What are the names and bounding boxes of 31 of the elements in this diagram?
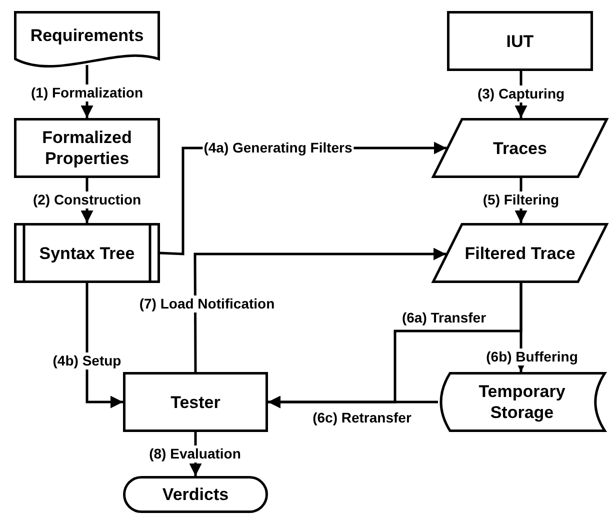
stored-data-shape: [438, 372, 606, 432]
node-label: Syntax Tree: [38, 242, 136, 264]
node-label: Traces: [492, 138, 548, 158]
node-label: Formalized Properties: [41, 127, 133, 169]
node-label: Tester: [170, 392, 222, 412]
edge-label: (5) Filtering: [482, 192, 560, 208]
edge-label: (6a) Transfer: [400, 310, 488, 326]
edge-label: (6c) Retransfer: [312, 410, 412, 426]
edge-label: (1) Formalization: [30, 84, 144, 102]
node-label: Filtered Trace: [464, 242, 576, 264]
arrow: [268, 396, 438, 408]
node-label: IUT: [505, 30, 535, 52]
process-box: [447, 11, 593, 71]
edge-label: (4a) Generating Filters: [202, 140, 354, 156]
process-box: [14, 118, 160, 178]
node-label: Verdicts: [161, 484, 230, 505]
edge-label: (6b) Buffering: [485, 348, 579, 366]
process-box: [123, 372, 268, 432]
terminator-shape: [123, 476, 268, 513]
node-label: Requirements: [29, 24, 145, 46]
edge-label: (2) Construction: [32, 192, 142, 208]
data-parallelogram: [432, 118, 608, 178]
node-label: Temporary Storage: [478, 381, 566, 423]
arrow: [194, 248, 446, 372]
predefined-process-box: [14, 223, 160, 283]
data-parallelogram: [432, 223, 608, 283]
edge-label: (7) Load Notification: [138, 296, 276, 312]
arrow: [86, 283, 123, 408]
edge-label: (4b) Setup: [52, 352, 122, 370]
edge-label: (8) Evaluation: [148, 446, 242, 462]
edge-label: (3) Capturing: [476, 86, 566, 102]
